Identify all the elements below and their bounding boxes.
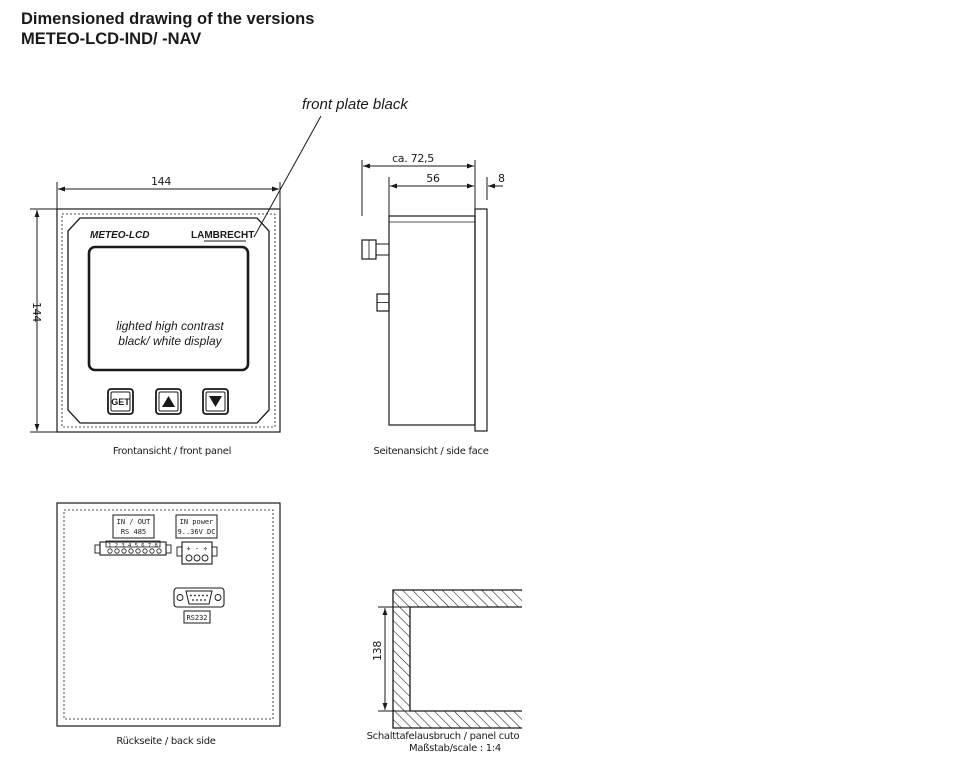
rs485-ear-left xyxy=(94,544,101,554)
display-note-line2: black/ white display xyxy=(118,334,222,348)
power-ear-right xyxy=(211,546,218,557)
body-depth-label: 56 xyxy=(426,172,440,185)
cutout-dim-label: 138 xyxy=(371,641,384,661)
triangle-up-icon xyxy=(162,396,175,407)
side-caption: Seitenansicht / side face xyxy=(373,446,488,457)
rs232-pins xyxy=(190,594,208,601)
overall-depth-label: ca. 72,5 xyxy=(392,152,434,165)
power-pin-signs: + - ÷ xyxy=(186,545,207,553)
power-screw-row xyxy=(185,554,209,562)
front-view: front plate black 144 144 METEO-LCD LAMB… xyxy=(30,96,409,457)
rs232-connector: RS232 xyxy=(173,587,225,624)
front-caption: Frontansicht / front panel xyxy=(113,446,231,457)
front-outer-frame xyxy=(56,208,281,433)
cutout-inner-edge xyxy=(409,606,522,712)
power-label-line2: 9..36V DC xyxy=(178,528,216,536)
rs485-pin-numbers: 1 2 3 4 5 6 7 8 xyxy=(108,543,158,549)
rs232-label-box xyxy=(183,610,211,624)
side-front-plate xyxy=(474,208,488,432)
rs232-screw-left xyxy=(176,594,184,601)
triangle-down-icon xyxy=(209,396,222,407)
rs485-label-line1: IN / OUT xyxy=(117,518,152,526)
front-bezel xyxy=(67,217,270,424)
title-line-1: Dimensioned drawing of the versions xyxy=(21,10,315,28)
up-button xyxy=(155,388,182,415)
display-note-line1: lighted high contrast xyxy=(116,319,224,333)
back-outer-frame xyxy=(56,502,281,727)
brand-meteo-lcd: METEO-LCD xyxy=(90,230,149,241)
height-dim-label: 144 xyxy=(30,302,43,322)
rs232-label: RS232 xyxy=(186,614,207,622)
rs485-screw-row xyxy=(107,548,162,554)
front-plate-note: front plate black xyxy=(302,96,409,113)
rs485-ear-right xyxy=(165,544,172,554)
front-plate-leader xyxy=(253,115,322,238)
title-block: Dimensioned drawing of the versions METE… xyxy=(21,9,314,49)
rs485-label-box xyxy=(112,514,155,539)
rs485-connector: IN / OUT RS 485 1 2 3 4 5 6 7 8 xyxy=(94,514,172,556)
get-button-label: GET xyxy=(111,397,130,407)
side-housing xyxy=(388,215,476,426)
cutout-caption-line2: Maßstab/scale : 1:4 xyxy=(409,743,501,754)
rs232-screw-right xyxy=(214,594,222,601)
front-dashed-frame xyxy=(61,213,276,428)
rs485-pin-strip xyxy=(105,540,161,548)
plate-depth-label: 8 xyxy=(498,172,505,185)
cutout-caption-line1: Schalttafelausbruch / panel cuto xyxy=(367,731,520,742)
cutout-outer-edge xyxy=(392,589,522,729)
title-line-2: METEO-LCD-IND/ -NAV xyxy=(21,30,202,48)
cutout-hatching xyxy=(393,590,522,728)
power-label-box xyxy=(175,514,218,539)
power-connector: IN power 9..36V DC + - ÷ xyxy=(175,514,218,565)
side-view: ca. 72,5 56 8 Seitenansicht / side face xyxy=(361,152,505,457)
brand-lambrecht: LAMBRECHT xyxy=(191,230,254,241)
lcd-display xyxy=(87,245,250,372)
width-dim-label: 144 xyxy=(151,175,171,188)
back-view: IN / OUT RS 485 1 2 3 4 5 6 7 8 IN power xyxy=(56,502,281,747)
back-caption: Rückseite / back side xyxy=(116,736,215,747)
get-button: GET xyxy=(107,388,134,415)
side-connector-top-plug xyxy=(375,243,390,256)
down-button xyxy=(202,388,229,415)
panel-cutout-view: 138 Schalttafelausbruch / panel cuto Maß… xyxy=(367,589,522,754)
back-dashed-frame xyxy=(63,509,274,720)
power-ear-left xyxy=(176,546,183,557)
rs232-flange xyxy=(173,587,225,608)
rs485-label-line2: RS 485 xyxy=(121,528,146,536)
power-label-line1: IN power xyxy=(180,518,214,526)
rs232-shell xyxy=(185,590,213,605)
